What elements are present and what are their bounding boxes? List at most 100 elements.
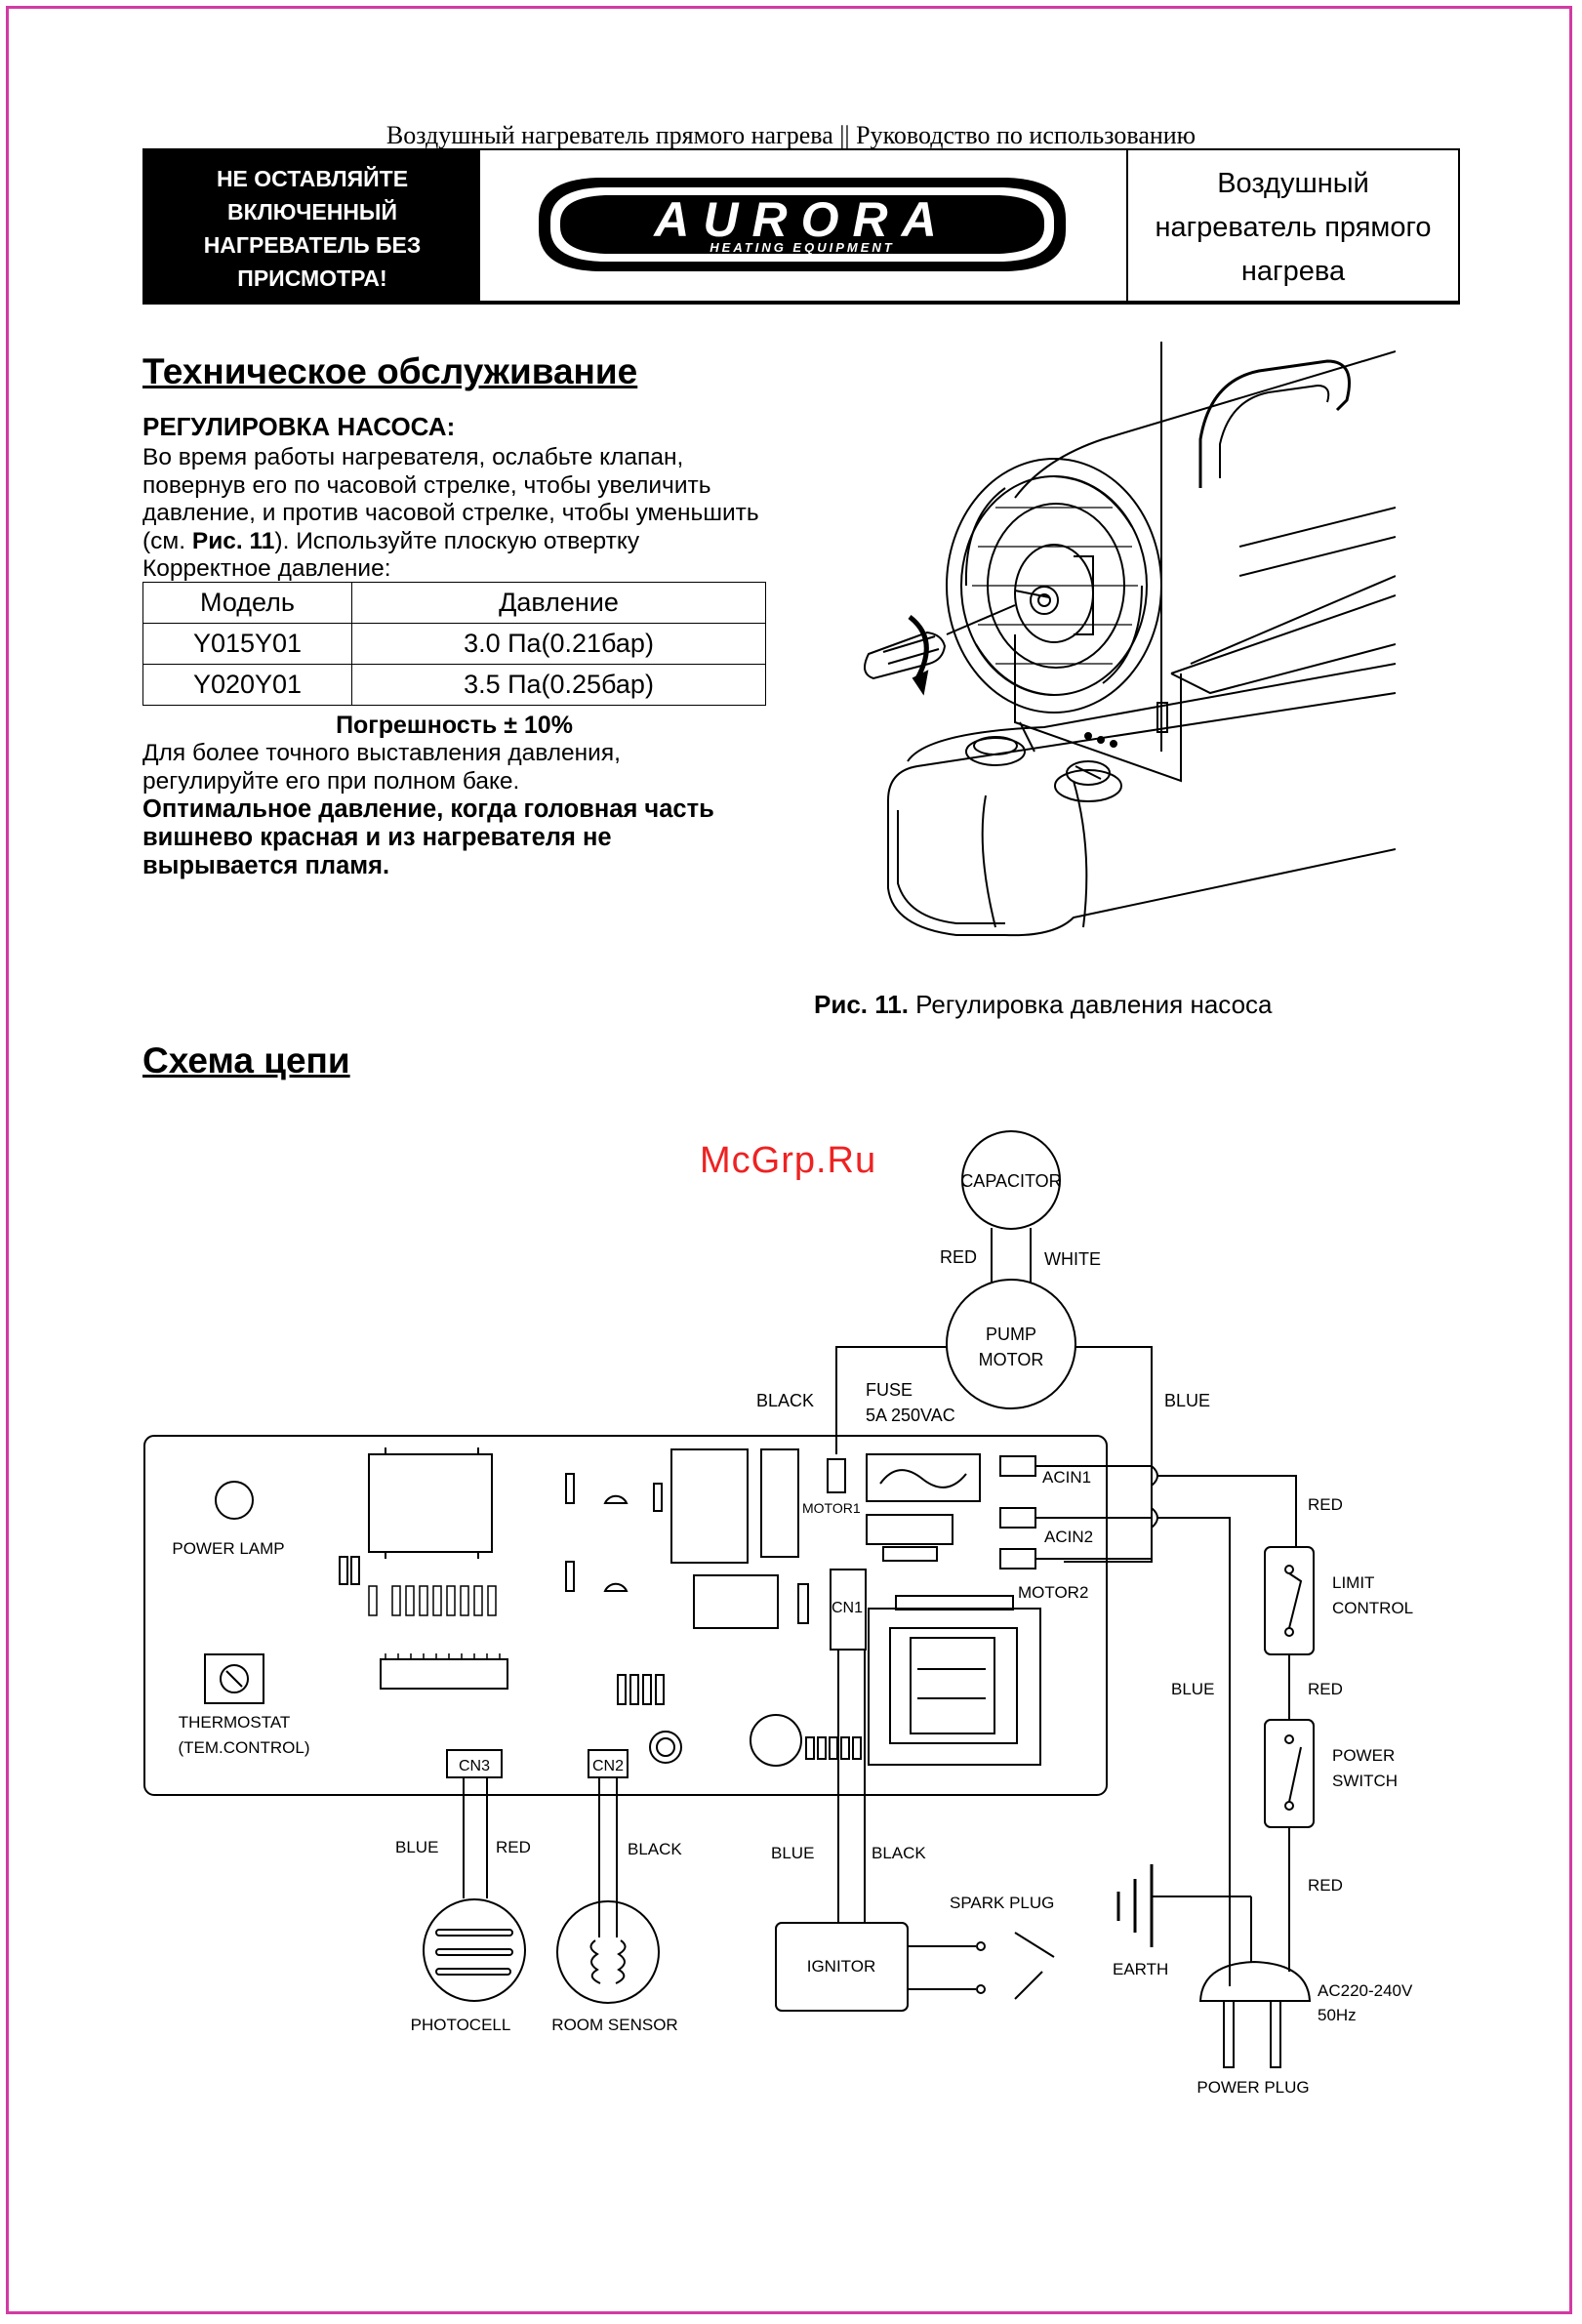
wire-label-black: BLACK: [756, 1391, 814, 1410]
cn1-label: CN1: [832, 1600, 863, 1616]
fuse-label: FUSE: [866, 1380, 913, 1400]
ignitor-label: IGNITOR: [807, 1957, 876, 1976]
ac-voltage-label: AC220-240V: [1318, 1981, 1413, 2000]
cn3-label: CN3: [459, 1758, 490, 1774]
optimal-line: вырывается пламя.: [142, 852, 390, 879]
document-header: НЕ ОСТАВЛЯЙТЕ ВКЛЮЧЕННЫЙ НАГРЕВАТЕЛЬ БЕЗ…: [142, 148, 1460, 305]
wire-label-black: BLACK: [628, 1840, 682, 1858]
wire-label-red: RED: [1308, 1495, 1343, 1514]
aurora-logo: AURORA HEATING EQUIPMENT: [480, 150, 1271, 301]
wire-label-blue: BLUE: [771, 1844, 814, 1862]
ref-text: (см.: [142, 527, 192, 554]
circuit-heading: Схема цепи: [142, 1040, 350, 1080]
running-header: Воздушный нагреватель прямого нагрева ||…: [385, 121, 1197, 149]
motor1-label: MOTOR1: [802, 1500, 861, 1516]
column-header: Давление: [351, 582, 766, 624]
optimal-line: вишнево красная и из нагревателя не: [142, 824, 612, 851]
warning-line: ПРИСМОТРА!: [237, 265, 387, 291]
photocell: [423, 1898, 526, 2002]
wire-label-white: WHITE: [1044, 1249, 1101, 1269]
control-label: CONTROL: [1332, 1599, 1413, 1617]
wire-label-red: RED: [940, 1247, 977, 1267]
power-label: POWER: [1332, 1746, 1395, 1765]
wire-label-blue: BLUE: [395, 1838, 438, 1856]
table-row: Y020Y01 3.5 Па(0.25бар): [142, 664, 766, 706]
table-cell: Y015Y01: [142, 623, 352, 665]
ignitor: [775, 1922, 909, 2012]
header-title: Воздушный нагреватель прямого нагрева: [1126, 150, 1458, 301]
wire-label-blue: BLUE: [1164, 1391, 1210, 1410]
header-title-line: нагрева: [1240, 256, 1346, 287]
motor-label: MOTOR: [979, 1350, 1044, 1369]
maintenance-heading: Техническое обслуживание: [142, 351, 638, 391]
spark-plug-label: SPARK PLUG: [950, 1894, 1054, 1912]
power-plug: [1198, 1960, 1312, 2002]
figure-label: Рис. 11.: [814, 990, 909, 1019]
wire-label-blue: BLUE: [1171, 1680, 1214, 1698]
table-cell: Y020Y01: [142, 664, 352, 706]
warning-line: ВКЛЮЧЕННЫЙ: [227, 199, 397, 224]
power-plug-label: POWER PLUG: [1197, 2078, 1309, 2097]
wire-label-red: RED: [1308, 1680, 1343, 1698]
acin2-label: ACIN2: [1044, 1528, 1093, 1546]
full-tank-note: Для более точного выставления давления, …: [142, 740, 787, 795]
table-row: Y015Y01 3.0 Па(0.21бар): [142, 623, 766, 665]
intro-paragraph: Во время работы нагревателя, ослабьте кл…: [142, 444, 787, 584]
photocell-label: PHOTOCELL: [411, 2016, 511, 2034]
figure-caption-text: Регулировка давления насоса: [908, 990, 1273, 1019]
limit-control: [1264, 1546, 1315, 1655]
wire-label-red: RED: [496, 1838, 531, 1856]
intro-line: повернув его по часовой стрелке, чтобы у…: [142, 471, 711, 499]
optimal-line: Оптимальное давление, когда головная час…: [142, 795, 714, 823]
capacitor: [961, 1130, 1061, 1230]
page-border: [6, 6, 1572, 2314]
thermostat-sub-label: (TEM.CONTROL): [178, 1738, 309, 1757]
table-cell: 3.5 Па(0.25бар): [351, 664, 766, 706]
note-line: Для более точного выставления давления,: [142, 740, 621, 766]
heater-illustration: [864, 342, 1396, 937]
room-sensor-label: ROOM SENSOR: [551, 2016, 677, 2034]
power-lamp: [215, 1481, 254, 1520]
power-lamp-label: POWER LAMP: [172, 1539, 284, 1558]
switch-label: SWITCH: [1332, 1772, 1398, 1790]
wire-label-black: BLACK: [872, 1844, 926, 1862]
note-line: регулируйте его при полном баке.: [142, 767, 520, 795]
capacitor-label: CAPACITOR: [960, 1171, 1061, 1191]
control-board: [143, 1435, 1108, 1796]
ref-figure: Рис. 11: [191, 527, 275, 554]
table-header-row: Модель Давление: [142, 582, 766, 624]
column-header: Модель: [142, 582, 352, 624]
tolerance-note: Погрешность ± 10%: [336, 712, 573, 739]
acin1-label: ACIN1: [1042, 1468, 1091, 1487]
cn2-label: CN2: [592, 1758, 624, 1774]
pump-label: PUMP: [986, 1325, 1036, 1344]
thermostat-label: THERMOSTAT: [179, 1713, 291, 1732]
circuit-diagram: CAPACITOR RED WHITE PUMP MOTOR BLACK BLU…: [143, 1130, 1413, 2097]
figure-caption: Рис. 11. Регулировка давления насоса: [814, 990, 1273, 1020]
wire-label-red: RED: [1308, 1876, 1343, 1895]
thermostat: [204, 1653, 264, 1704]
optimal-pressure-note: Оптимальное давление, когда головная час…: [142, 795, 806, 880]
room-sensor: [556, 1900, 660, 2004]
figure-reference-line: (см. Рис. 11). Используйте плоскую отвер…: [142, 528, 787, 556]
motor2-label: MOTOR2: [1018, 1583, 1088, 1602]
logo-text: AURORA: [652, 192, 950, 247]
intro-line: давление, и против часовой стрелке, чтоб…: [142, 500, 759, 526]
ac-frequency-label: 50Hz: [1318, 2006, 1357, 2024]
warning-line: НАГРЕВАТЕЛЬ БЕЗ: [203, 232, 422, 258]
limit-label: LIMIT: [1332, 1573, 1374, 1592]
header-title-line: Воздушный: [1217, 168, 1369, 199]
earth-label: EARTH: [1113, 1960, 1168, 1978]
pump-adjust-subheading: РЕГУЛИРОВКА НАСОСА:: [142, 412, 456, 441]
ref-text: ). Используйте плоскую отвертку: [274, 527, 640, 554]
table-cell: 3.0 Па(0.21бар): [351, 623, 766, 665]
warning-box: НЕ ОСТАВЛЯЙТЕ ВКЛЮЧЕННЫЙ НАГРЕВАТЕЛЬ БЕЗ…: [144, 150, 480, 301]
fuse-rating-label: 5A 250VAC: [866, 1406, 955, 1425]
watermark: McGrp.Ru: [700, 1140, 877, 1181]
logo-tagline: HEATING EQUIPMENT: [710, 240, 894, 255]
warning-line: НЕ ОСТАВЛЯЙТЕ: [216, 166, 409, 191]
header-title-line: нагреватель прямого: [1155, 212, 1432, 243]
correct-pressure-label: Корректное давление:: [142, 555, 391, 582]
intro-line: Во время работы нагревателя, ослабьте кл…: [142, 444, 684, 470]
pump-motor: [946, 1279, 1076, 1409]
